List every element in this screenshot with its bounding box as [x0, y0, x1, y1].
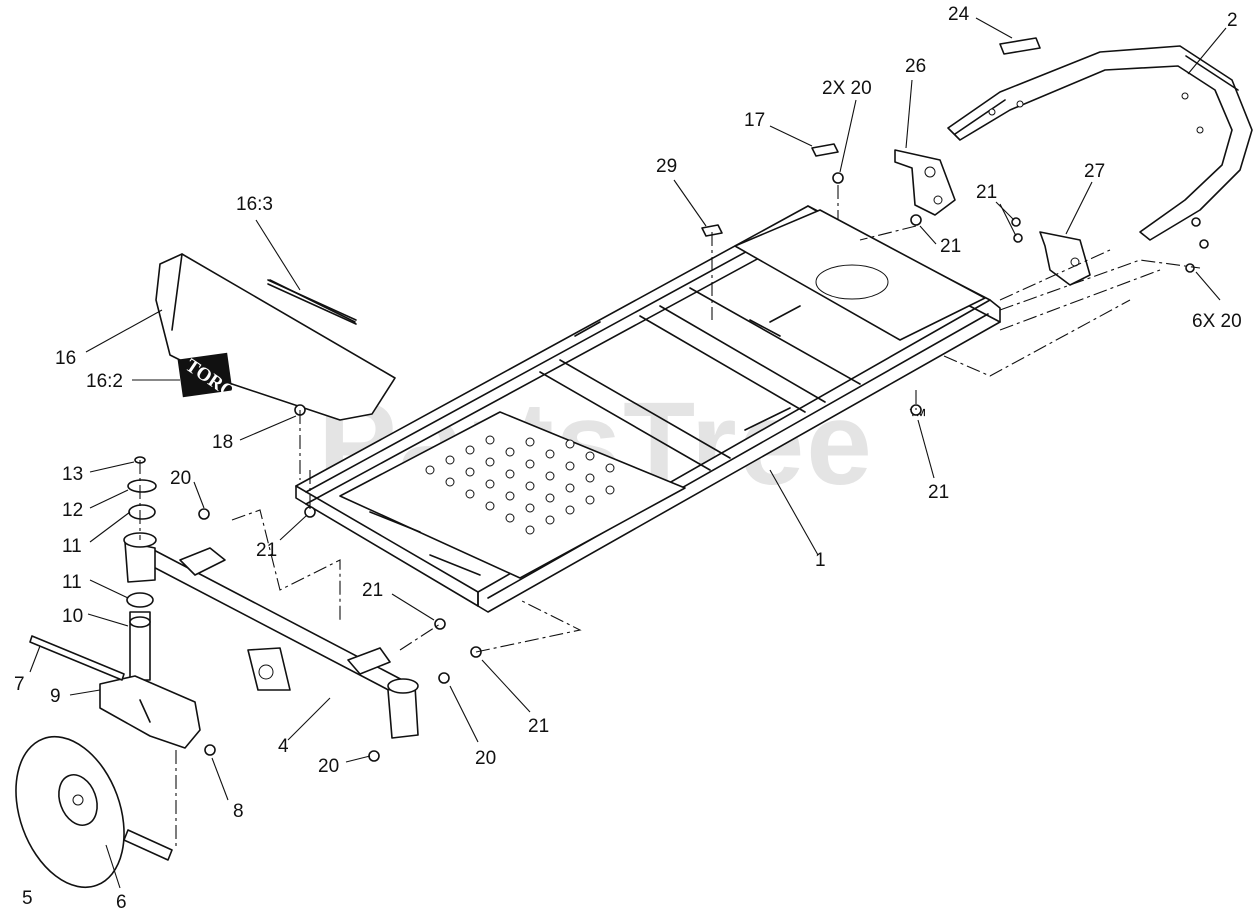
callout-6x20: 6X 20 [1192, 311, 1242, 332]
callout-12: 12 [62, 500, 83, 521]
callout-21-right: 21 [928, 482, 949, 503]
callout-16: 16 [55, 348, 76, 369]
main-frame [295, 205, 1001, 613]
callout-29: 29 [656, 156, 677, 177]
callout-21-axle: 21 [362, 580, 383, 601]
callout-21-bottom: 21 [528, 716, 549, 737]
callout-20-bottom-right: 20 [475, 748, 496, 769]
bracket-27 [1039, 231, 1091, 286]
callout-20-bottom-left: 20 [318, 756, 339, 777]
callout-21-rops: 21 [976, 182, 997, 203]
part-11-lower [126, 592, 154, 608]
bracket-26 [894, 149, 956, 216]
caster-wheel [15, 735, 125, 889]
callout-7: 7 [14, 674, 25, 695]
callout-2x20: 2X 20 [822, 78, 872, 99]
callout-9: 9 [50, 686, 61, 707]
caster-fork [99, 611, 201, 749]
part-10 [129, 616, 151, 628]
callout-20-top: 20 [170, 468, 191, 489]
callout-4: 4 [278, 736, 289, 757]
callout-6: 6 [116, 892, 127, 913]
callout-8: 8 [233, 801, 244, 822]
callout-2: 2 [1227, 10, 1238, 31]
callout-5: 5 [22, 888, 33, 909]
fasteners [198, 172, 1209, 762]
callout-27: 27 [1084, 161, 1105, 182]
callout-18: 18 [212, 432, 233, 453]
callout-21-frame-left: 21 [256, 540, 277, 561]
callout-labels: 1 2 4 5 6 7 8 9 10 11 11 12 13 16 16:2 1… [14, 4, 1242, 913]
callout-13: 13 [62, 464, 83, 485]
rops-bar [947, 45, 1253, 241]
leader-lines [29, 17, 1227, 889]
part-12 [127, 479, 157, 493]
toro-logo [177, 352, 233, 398]
caster-axle [123, 532, 419, 739]
callout-11-lower: 11 [62, 572, 82, 593]
callout-26: 26 [905, 56, 926, 77]
part-11-upper [128, 504, 156, 520]
decal-24 [999, 37, 1041, 55]
callout-24: 24 [948, 4, 970, 25]
decal-29 [701, 224, 723, 237]
callout-1: 1 [815, 550, 826, 571]
side-shield: TORO [155, 253, 396, 421]
callout-11-upper: 11 [62, 536, 82, 557]
axle-bolt-7 [29, 635, 125, 681]
callout-16-2: 16:2 [86, 371, 123, 392]
callout-17: 17 [744, 110, 765, 131]
callout-21-rear: 21 [940, 236, 961, 257]
decal-17 [811, 143, 839, 157]
callout-10: 10 [62, 606, 83, 627]
spacer-6 [123, 829, 173, 861]
assembly-lines [139, 185, 1201, 850]
callout-16-3: 16:3 [236, 194, 273, 215]
footplate-holes [425, 435, 615, 535]
